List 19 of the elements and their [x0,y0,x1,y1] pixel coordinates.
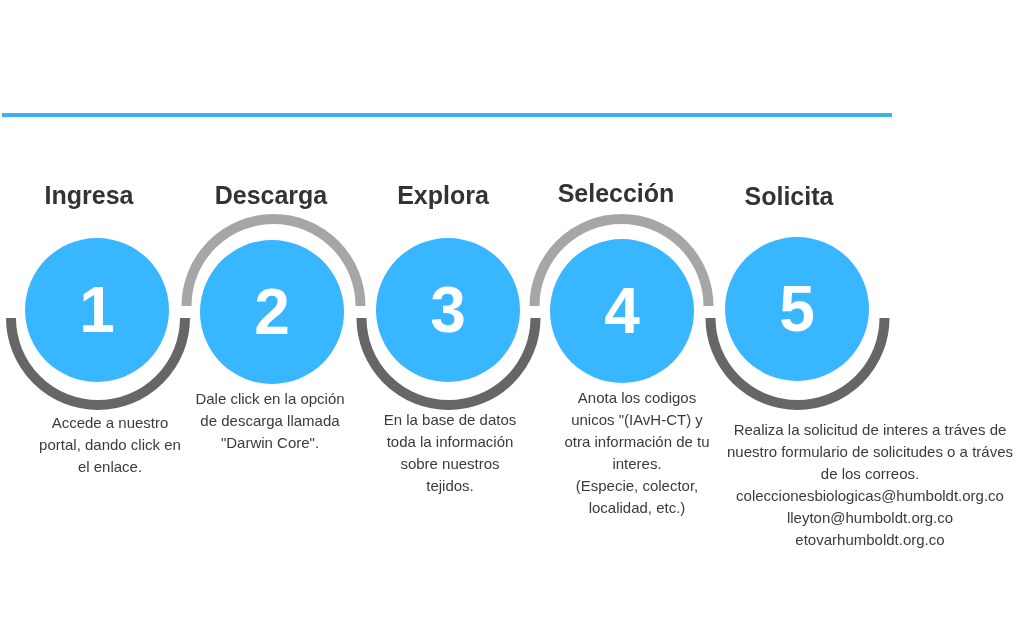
step-number: 1 [79,275,115,345]
step-number: 5 [779,274,815,344]
email-address: lleyton@humboldt.org.co [786,508,954,528]
step-number: 2 [254,277,290,347]
step-description: En la base de datos toda la información sobre nuestros tejidos. [382,410,518,496]
step-heading: Descarga [213,180,329,210]
email-address: etovarhumboldt.org.co [795,530,945,550]
step-number: 3 [430,275,466,345]
step-description: Accede a nuestro portal, dando click en el enlace. [38,413,182,477]
step-heading: Selección [556,178,676,208]
email-address: coleccionesbiologicas@humboldt.org.co [736,486,1004,506]
step-heading: Explora [396,180,490,210]
step-description: (Especie, colector, localidad, etc.) [574,476,700,518]
step-description: Anota los codigos unicos "(IAvH-CT) y otra información de tu interes. [563,388,711,474]
step-description: Dale click en la opción de descarga llamada "Darwin Core". [194,389,346,453]
step-heading: Solicita [743,181,835,211]
step-heading: Ingresa [43,180,135,210]
step-number: 4 [604,276,640,346]
step-description: Realiza la solicitud de interes a tráves de nuestro formulario de solicitudes o a tráves de los correos. [726,420,1014,484]
